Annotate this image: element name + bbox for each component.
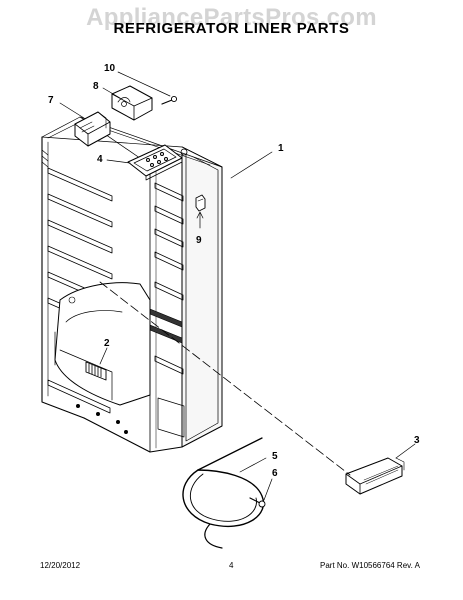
- part-2-vent: [85, 361, 107, 381]
- leader-7: [59, 102, 85, 119]
- leader-6: [263, 478, 273, 501]
- footer-date: 12/20/2012: [40, 561, 81, 570]
- footer-part-number: Part No. W10566764 Rev. A: [320, 561, 420, 570]
- page-title: REFRIGERATOR LINER PARTS: [113, 20, 350, 37]
- leader-1: [230, 151, 273, 179]
- leader-10: [117, 71, 171, 97]
- part-4-control-housing: [127, 144, 188, 181]
- callout-10: 10: [104, 63, 116, 74]
- leader-5: [239, 457, 267, 473]
- callout-2: 2: [104, 338, 110, 349]
- part-9-clip: [195, 194, 206, 212]
- part-8-bracket: [111, 85, 153, 121]
- leader-2: [99, 347, 108, 365]
- watermark: AppliancePartsPros.com: [86, 4, 377, 31]
- part-3-light-cover: [345, 457, 405, 495]
- leader-4: [106, 159, 131, 164]
- callout-1: 1: [278, 143, 284, 154]
- hatch-lines: [41, 149, 49, 168]
- callout-8: 8: [93, 81, 99, 92]
- part-6-screw: [249, 497, 266, 508]
- callout-6: 6: [272, 468, 278, 479]
- part-7-duct: [74, 111, 111, 147]
- callout-9: 9: [196, 235, 202, 246]
- callout-4: 4: [97, 154, 103, 165]
- callout-5: 5: [272, 451, 278, 462]
- leader-8: [102, 87, 121, 99]
- callout-3: 3: [414, 435, 420, 446]
- part-10-screw: [161, 95, 178, 105]
- assembly-dash-line: [99, 281, 351, 476]
- footer-page-number: 4: [229, 561, 234, 570]
- liner-assembly: [41, 116, 223, 453]
- crisper-area: [54, 282, 151, 434]
- callout-7: 7: [48, 95, 54, 106]
- leader-3: [395, 443, 416, 459]
- part-5-tubing: [182, 437, 265, 549]
- right-shelf-rails: [154, 182, 184, 375]
